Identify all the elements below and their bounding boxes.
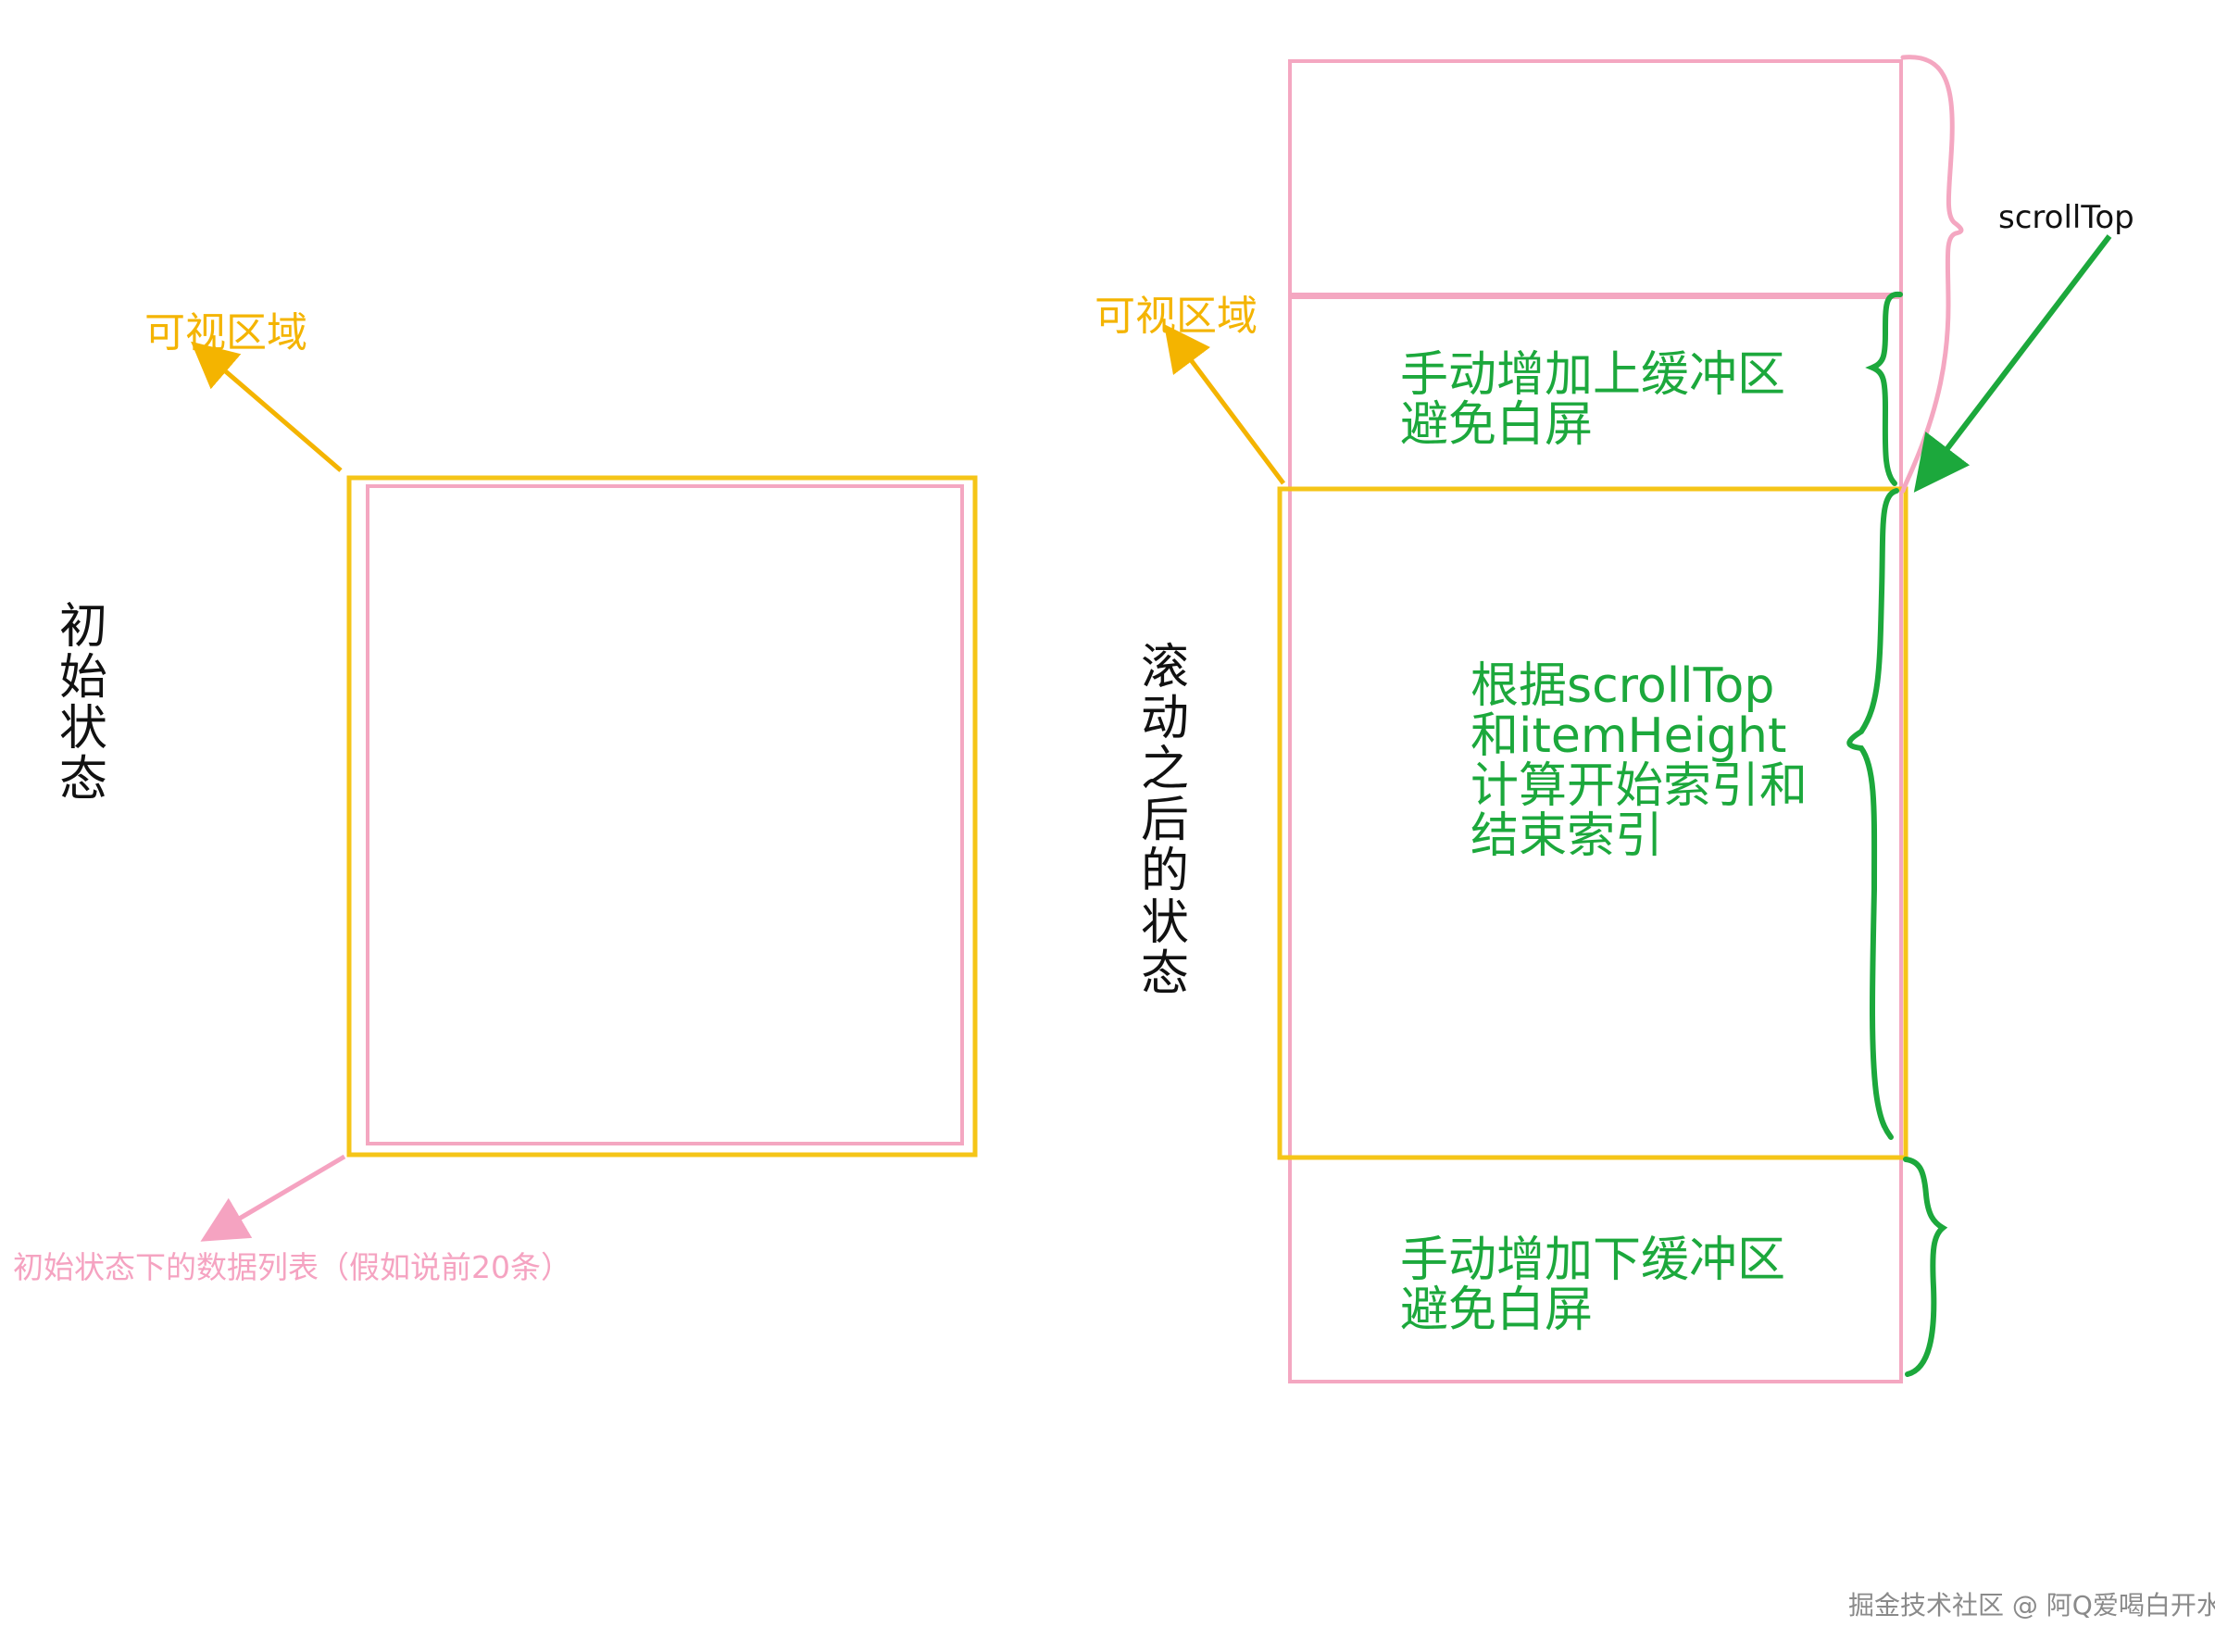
- scrolltop-brace: [1900, 55, 1964, 494]
- right-viewport-box: [1277, 486, 1908, 1160]
- viewport-brace: [1846, 488, 1899, 1140]
- bottom-buffer-brace: [1903, 1157, 1948, 1377]
- scrolltop-label: scrollTop: [1998, 199, 2134, 236]
- right-viewport-label: 可视区域: [1095, 293, 1258, 340]
- right-side-label: 滚动之后的状态: [1140, 640, 1189, 1002]
- left-viewport-label: 可视区域: [144, 309, 307, 357]
- left-list-arrow: [200, 1154, 346, 1242]
- middle-note-line-2: 和itemHeight: [1470, 708, 1787, 764]
- left-side-label: 初始状态: [58, 599, 107, 808]
- left-list-label: 初始状态下的数据列表（假如说前20条）: [13, 1249, 571, 1285]
- middle-note: 根据scrollTop 和itemHeight 计算开始索引和 结束索引: [1470, 661, 1808, 861]
- bottom-buffer-line-2: 避免白屏: [1400, 1283, 1594, 1338]
- top-buffer-note: 手动增加上缓冲区 避免白屏: [1400, 350, 1785, 450]
- left-viewport-box: [346, 475, 978, 1158]
- top-buffer-line-1: 手动增加上缓冲区: [1400, 347, 1786, 403]
- right-viewport-arrow: [1164, 324, 1285, 485]
- top-buffer-brace: [1865, 291, 1903, 486]
- bottom-buffer-line-1: 手动增加下缓冲区: [1400, 1233, 1786, 1288]
- bottom-buffer-note: 手动增加下缓冲区 避免白屏: [1400, 1235, 1785, 1335]
- scrolltop-arrow: [1913, 234, 2112, 493]
- right-top-hidden-box: [1288, 59, 1903, 299]
- middle-note-line-3: 计算开始索引和: [1470, 758, 1808, 814]
- middle-note-line-4: 结束索引: [1470, 808, 1664, 864]
- top-buffer-line-2: 避免白屏: [1400, 397, 1594, 453]
- watermark: 掘金技术社区 @ 阿Q爱喝白开水: [1848, 1590, 2215, 1621]
- left-viewport-arrow: [191, 341, 343, 472]
- middle-note-line-1: 根据scrollTop: [1470, 658, 1775, 714]
- left-list-box: [366, 484, 964, 1145]
